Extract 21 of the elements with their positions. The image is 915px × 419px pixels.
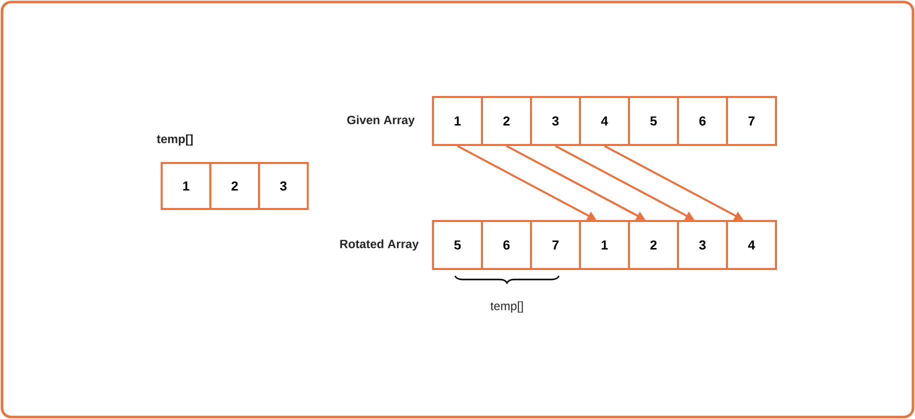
array-cell: 7 <box>726 96 777 146</box>
array-cell: 2 <box>209 162 260 210</box>
array-cell: 4 <box>579 96 630 146</box>
array-cell: 1 <box>579 220 630 270</box>
array-cell: 5 <box>628 96 679 146</box>
array-cell: 6 <box>481 220 532 270</box>
label: temp[] <box>156 134 193 146</box>
array-cell: 3 <box>258 162 309 210</box>
array-cell: 1 <box>432 96 483 146</box>
array-cell: 3 <box>530 96 581 146</box>
label: Rotated Array <box>340 239 419 251</box>
label: temp[] <box>490 301 523 313</box>
array-cell: 2 <box>628 220 679 270</box>
array-cell: 1 <box>160 162 212 210</box>
array-cell: 4 <box>726 220 777 270</box>
array-cell: 7 <box>530 220 581 270</box>
array-cell: 6 <box>677 96 728 146</box>
label: Given Array <box>347 115 415 127</box>
array-cell: 2 <box>481 96 532 146</box>
array-cell: 3 <box>677 220 728 270</box>
array-cell: 5 <box>432 220 483 270</box>
